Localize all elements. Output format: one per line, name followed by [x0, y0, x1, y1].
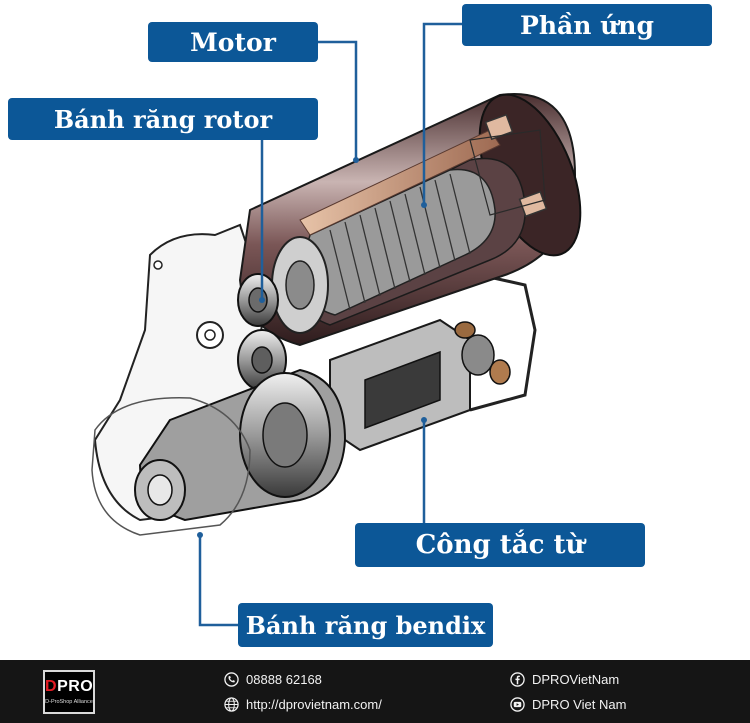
rotor-gear	[237, 273, 279, 327]
brush-holder	[469, 113, 548, 218]
footer-facebook[interactable]: DPROVietNam	[510, 672, 619, 687]
label-magnetic-switch-text: Công tắc từ	[415, 530, 585, 560]
support-bracket	[469, 273, 537, 412]
footer-youtube[interactable]: DPRO Viet Nam	[510, 697, 626, 712]
label-motor: Motor	[148, 22, 318, 62]
youtube-icon	[510, 697, 525, 712]
nose-housing-outline	[91, 397, 251, 536]
starter-motor-diagram: Motor Phần ứng Bánh răng rotor Công tắc …	[8, 4, 712, 647]
dpro-logo[interactable]: DPRO D-ProShop Alliance	[43, 670, 95, 714]
armature	[271, 129, 501, 334]
label-magnetic-switch: Công tắc từ	[355, 523, 645, 567]
footer-phone[interactable]: 08888 62168	[224, 672, 322, 687]
label-bendix-gear-text: Bánh răng bendix	[245, 610, 486, 640]
label-motor-text: Motor	[190, 27, 276, 57]
label-armature: Phần ứng	[462, 4, 712, 46]
label-rotor-gear-text: Bánh răng rotor	[53, 104, 273, 134]
logo-tagline: D-ProShop Alliance	[45, 699, 93, 705]
starter-motor-illustration	[91, 22, 582, 627]
footer-phone-text: 08888 62168	[246, 672, 322, 687]
footer-youtube-text: DPRO Viet Nam	[532, 697, 627, 712]
facebook-icon	[510, 672, 525, 687]
label-bendix-gear: Bánh răng bendix	[238, 603, 493, 647]
footer-facebook-text: DPROVietNam	[532, 672, 620, 687]
label-rotor-gear: Bánh răng rotor	[8, 98, 318, 140]
leader-lines	[198, 22, 462, 627]
logo-wordmark: DPRO	[45, 678, 94, 695]
globe-icon	[224, 697, 239, 712]
footer-website[interactable]: http://dprovietnam.com/	[224, 697, 382, 712]
solenoid-switch	[329, 318, 511, 452]
phone-icon	[224, 672, 239, 687]
footer-website-text: http://dprovietnam.com/	[246, 697, 382, 712]
footer-bar: DPRO D-ProShop Alliance 08888 62168 http…	[0, 660, 750, 723]
label-armature-text: Phần ứng	[520, 10, 654, 40]
bendix-drive	[134, 368, 347, 522]
